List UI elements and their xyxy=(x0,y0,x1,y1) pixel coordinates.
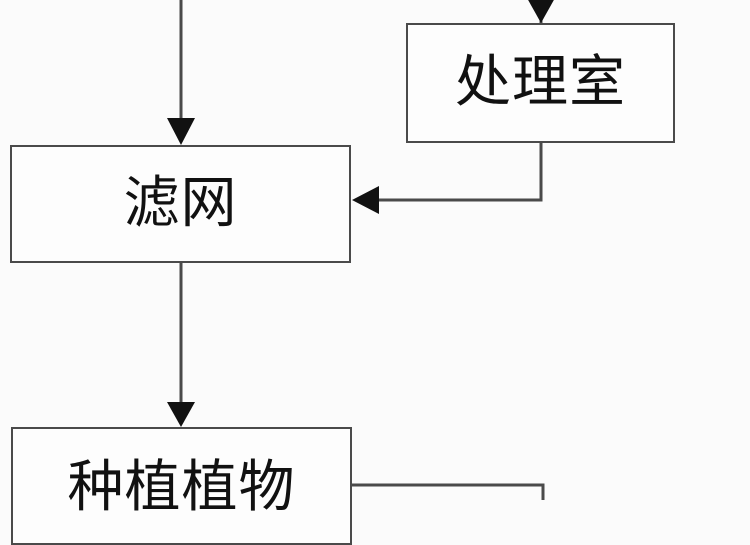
node-treatment-room[interactable]: 处理室 xyxy=(406,23,675,143)
arrowhead-down-icon xyxy=(167,118,195,145)
connector-filter-screen-to-plant-cultivation xyxy=(167,262,195,427)
flowchart-canvas: 处理室 滤网 种植植物 xyxy=(10,0,675,545)
connector-into-filter-screen xyxy=(167,0,195,145)
connector-layer xyxy=(167,0,554,500)
node-plant-cultivation-label: 种植植物 xyxy=(67,455,296,520)
node-treatment-room-label: 处理室 xyxy=(455,50,626,115)
arrowhead-left-icon xyxy=(352,186,379,214)
node-filter-screen[interactable]: 滤网 xyxy=(10,145,351,263)
arrowhead-down-icon xyxy=(528,0,554,23)
connector-into-treatment-room xyxy=(528,0,554,24)
node-filter-screen-label: 滤网 xyxy=(123,171,238,236)
connector-treatment-room-to-filter-screen xyxy=(352,142,543,214)
node-plant-cultivation[interactable]: 种植植物 xyxy=(11,427,352,545)
arrowhead-down-icon xyxy=(167,402,195,427)
connector-plant-cultivation-to-offscreen xyxy=(352,483,545,500)
